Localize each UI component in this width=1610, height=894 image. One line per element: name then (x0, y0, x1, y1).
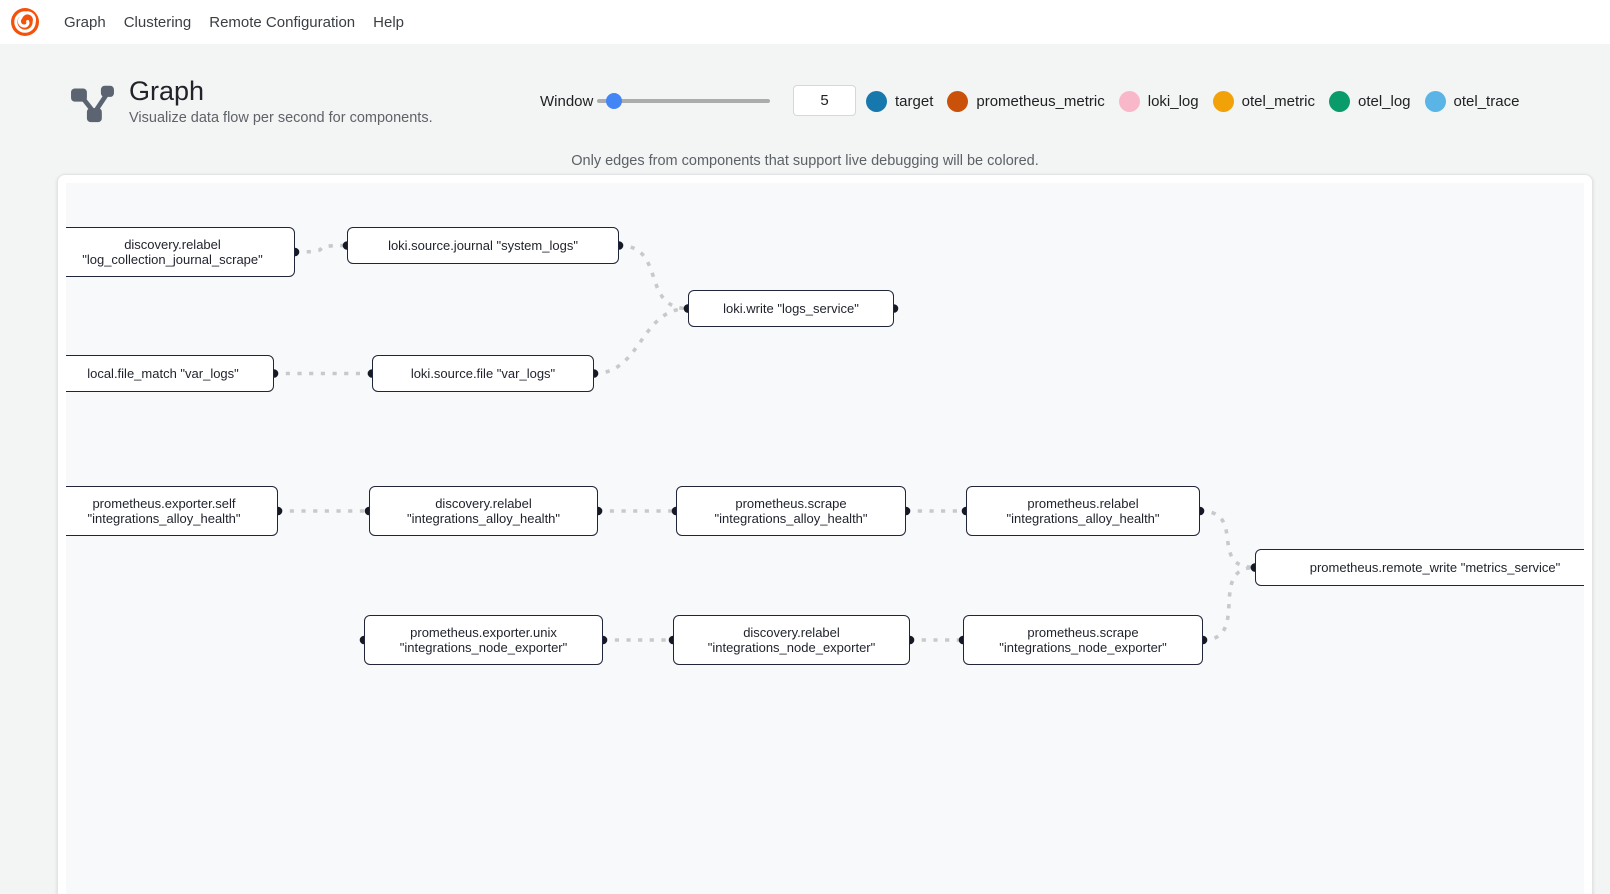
prometheus-metric-color-dot (947, 90, 969, 112)
legend-label: target (895, 92, 934, 110)
graph-edge-loki_source_file-to-loki_write (593, 306, 689, 376)
target-color-dot (866, 90, 887, 112)
page-subtitle: Visualize data flow per second for compo… (129, 110, 433, 126)
graph-surface[interactable]: discovery.relabel "log_collection_journa… (66, 183, 1584, 894)
live-debugging-note: Only edges from components that support … (571, 153, 1039, 169)
graph-node-scrape_alloy[interactable]: prometheus.scrape "integrations_alloy_he… (676, 486, 906, 536)
graph-nodes-icon (71, 85, 114, 123)
legend-label: loki_log (1147, 92, 1199, 110)
nav-item-clustering[interactable]: Clustering (123, 13, 192, 31)
window-value-input[interactable] (793, 85, 856, 116)
otel-metric-color-dot (1212, 90, 1234, 112)
legend-item-prometheus-metric: prometheus_metric (947, 90, 1105, 112)
graph-node-relabel_alloy[interactable]: discovery.relabel "integrations_alloy_he… (369, 486, 598, 536)
top-nav: Graph Clustering Remote Configuration He… (0, 0, 1610, 44)
otel-log-color-dot (1328, 90, 1350, 112)
nav-item-graph[interactable]: Graph (64, 13, 106, 31)
graph-node-file_match[interactable]: local.file_match "var_logs" (66, 355, 274, 392)
legend-item-target: target (866, 90, 934, 112)
window-slider[interactable] (597, 93, 770, 109)
legend-item-otel-trace: otel_trace (1424, 90, 1520, 112)
legend-item-loki-log: loki_log (1118, 90, 1199, 112)
graph-node-exporter_unix[interactable]: prometheus.exporter.unix "integrations_n… (364, 615, 603, 665)
window-slider-thumb[interactable] (606, 93, 622, 109)
graph-card: discovery.relabel "log_collection_journa… (57, 174, 1593, 894)
graph-node-loki_source_journal[interactable]: loki.source.journal "system_logs" (347, 227, 619, 264)
graph-edge-journal_relabel-to-loki_source_journal (294, 243, 348, 254)
graph-node-prom_relabel_alloy[interactable]: prometheus.relabel "integrations_alloy_h… (966, 486, 1200, 536)
graph-node-remote_write[interactable]: prometheus.remote_write "metrics_service… (1255, 549, 1584, 586)
otel-trace-color-dot (1424, 90, 1446, 112)
graph-node-scrape_node[interactable]: prometheus.scrape "integrations_node_exp… (963, 615, 1203, 665)
graph-edge-prom_relabel_alloy-to-remote_write (1199, 509, 1256, 570)
graph-node-exporter_self[interactable]: prometheus.exporter.self "integrations_a… (66, 486, 278, 536)
legend-label: otel_log (1357, 92, 1411, 110)
graph-edge-scrape_node-to-remote_write (1202, 565, 1256, 642)
nav-item-help[interactable]: Help (373, 13, 405, 31)
graph-node-loki_source_file[interactable]: loki.source.file "var_logs" (372, 355, 594, 392)
window-label: Window (540, 93, 594, 110)
graph-node-journal_relabel[interactable]: discovery.relabel "log_collection_journa… (66, 227, 295, 277)
graph-node-loki_write[interactable]: loki.write "logs_service" (688, 290, 894, 327)
graph-edge-loki_source_journal-to-loki_write (618, 243, 689, 311)
legend-item-otel-metric: otel_metric (1212, 90, 1315, 112)
alloy-logo-icon[interactable] (11, 8, 39, 36)
page-title: Graph (129, 76, 205, 106)
loki-log-color-dot (1118, 90, 1140, 112)
legend-label: otel_metric (1241, 92, 1315, 110)
nav-item-remote-configuration[interactable]: Remote Configuration (209, 13, 356, 31)
page-header: Graph Visualize data flow per second for… (70, 76, 433, 126)
legend: target prometheus_metric loki_log otel_m… (866, 89, 1519, 113)
graph-node-relabel_node[interactable]: discovery.relabel "integrations_node_exp… (673, 615, 910, 665)
legend-label: prometheus_metric (976, 92, 1105, 110)
legend-item-otel-log: otel_log (1328, 90, 1411, 112)
legend-label: otel_trace (1453, 92, 1520, 110)
